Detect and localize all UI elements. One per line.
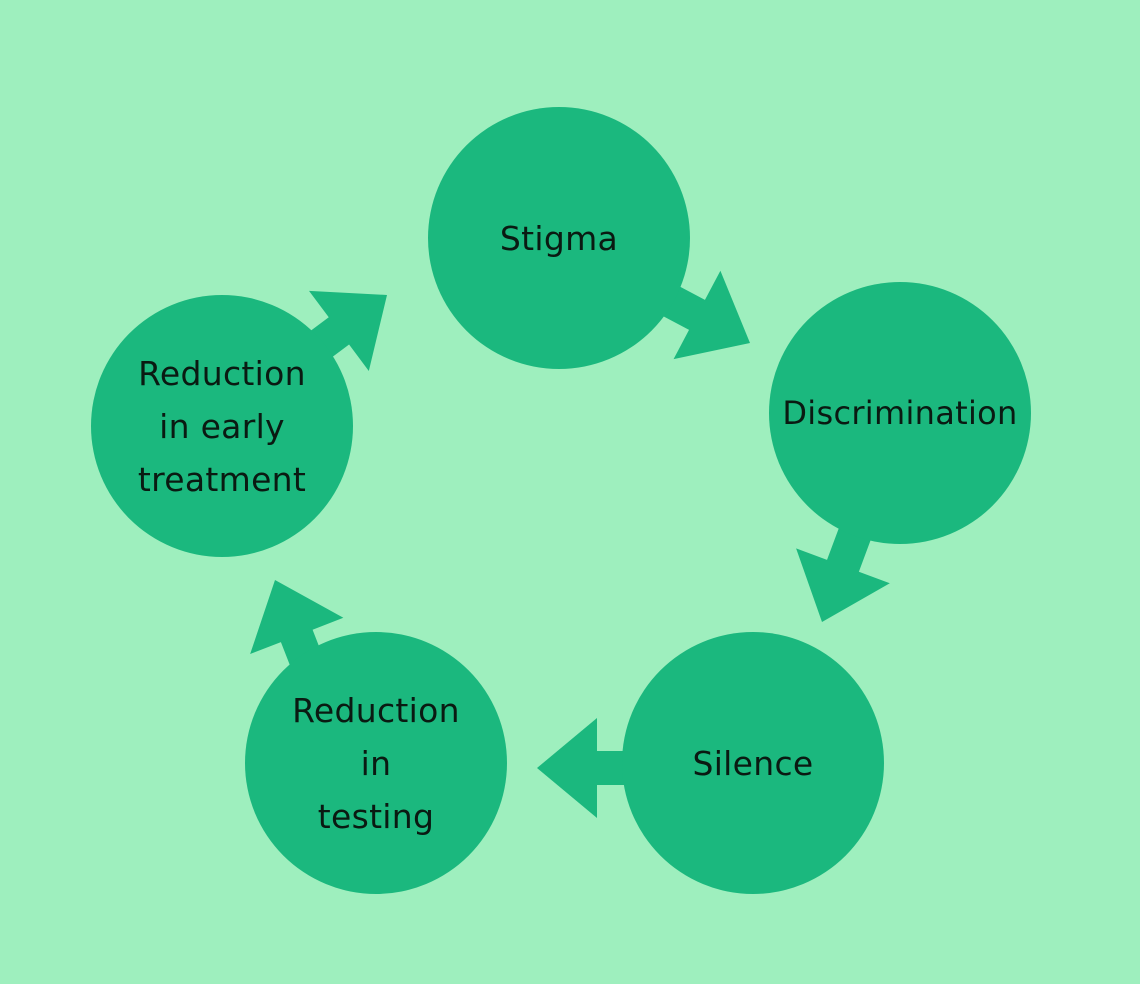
node-stigma: Stigma (428, 107, 690, 369)
node-label: Discrimination (782, 393, 1018, 432)
arrow-silence-to-reduction-testing (537, 718, 630, 818)
node-label: Reduction in early treatment (137, 353, 307, 499)
arrow-discrimination-to-silence (796, 514, 890, 622)
node-label: Silence (692, 743, 814, 783)
node-reduction-treatment: Reduction in early treatment (91, 295, 353, 557)
node-reduction-testing: Reduction in testing (245, 632, 507, 894)
node-label: Stigma (499, 218, 619, 258)
node-silence: Silence (622, 632, 884, 894)
node-discrimination: Discrimination (769, 282, 1031, 544)
node-label: Reduction in testing (292, 690, 460, 836)
